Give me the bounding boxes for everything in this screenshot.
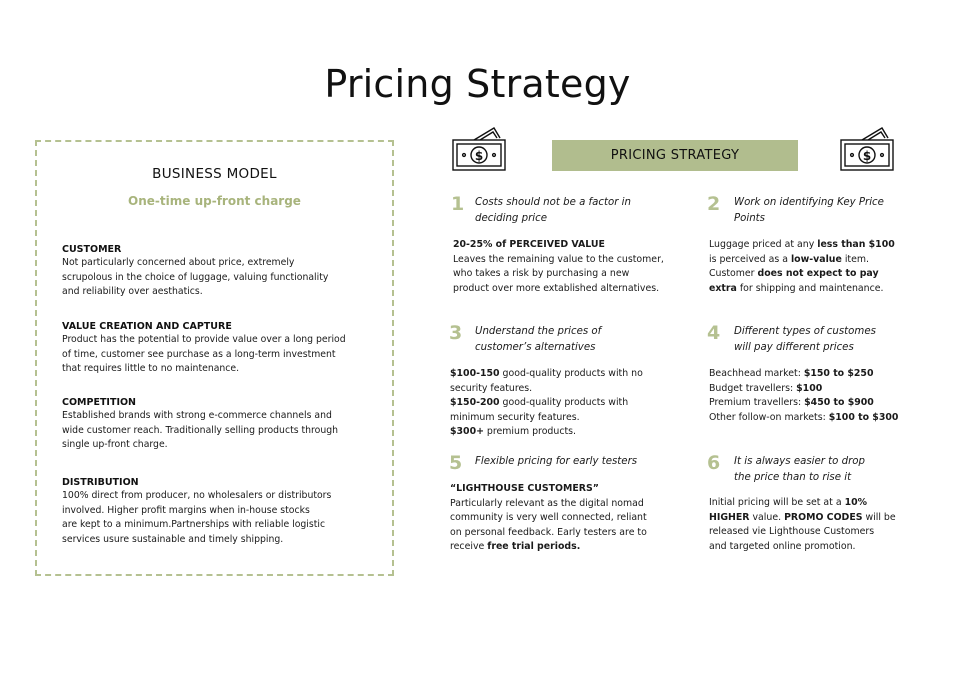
item-body-line: Other follow-on markets: $100 to $300	[709, 411, 899, 423]
bm-section-heading: CUSTOMER	[62, 244, 122, 255]
item-body-line: Luggage priced at any less than $100	[709, 239, 895, 250]
bm-section-text: 100% direct from producer, no wholesaler…	[62, 490, 332, 545]
item-body-line: 20-25% of PERCEIVED VALUE	[453, 239, 605, 250]
item-body-line: product over more extablished alternativ…	[453, 282, 660, 294]
item-body-line: Premium travellers: $450 to $900	[709, 397, 874, 408]
item-body: $100-150 good-quality products with no se…	[450, 367, 643, 440]
item-heading: Flexible pricing for early testers	[475, 456, 638, 467]
bm-section-value-creation: VALUE CREATION AND CAPTURE Product has t…	[62, 320, 372, 377]
bm-section-text: Product has the potential to provide val…	[62, 334, 346, 375]
page-title: Pricing Strategy	[324, 62, 631, 106]
item-body: 20-25% of PERCEIVED VALUE Leaves the rema…	[453, 238, 664, 296]
bm-section-customer: CUSTOMER Not particularly concerned abou…	[62, 243, 372, 300]
item-body-line: who takes a risk by purchasing a new	[453, 268, 630, 279]
svg-text:$: $	[863, 149, 871, 163]
pricing-strategy-banner: PRICING STRATEGY	[552, 140, 798, 171]
item-body-line: $150-200 good-quality products with	[450, 397, 629, 408]
item-body: “LIGHTHOUSE CUSTOMERS” Particularly relev…	[450, 482, 647, 555]
item-body-line: “LIGHTHOUSE CUSTOMERS”	[450, 483, 599, 494]
item-body-line: Beachhead market: $150 to $250	[709, 368, 874, 379]
item-body-line: minimum security features.	[450, 411, 580, 423]
business-model-subtitle: One-time up-front charge	[128, 194, 301, 208]
item-body-line: is perceived as a low-value item.	[709, 253, 869, 265]
item-body-line: $300+ premium products.	[450, 426, 577, 437]
item-body: Luggage priced at any less than $100 is p…	[709, 238, 895, 296]
money-bill-icon: $	[452, 127, 506, 171]
item-body-line: security features.	[450, 382, 533, 394]
business-model-card: BUSINESS MODEL One-time up-front charge …	[35, 140, 394, 576]
bm-section-heading: VALUE CREATION AND CAPTURE	[62, 321, 232, 332]
bm-section-heading: COMPETITION	[62, 397, 137, 408]
item-body-line: Budget travellers: $100	[709, 382, 823, 394]
business-model-title: BUSINESS MODEL	[152, 166, 277, 182]
item-body-line: Customer does not expect to pay	[709, 268, 879, 279]
bm-section-distribution: DISTRIBUTION 100% direct from producer, …	[62, 476, 372, 547]
item-body-line: and targeted online promotion.	[709, 540, 856, 552]
bm-section-competition: COMPETITION Established brands with stro…	[62, 396, 372, 453]
item-number: 2	[707, 193, 721, 215]
item-body-line: Initial pricing will be set at a 10%	[709, 497, 868, 508]
svg-text:$: $	[475, 149, 483, 163]
item-number: 3	[449, 322, 463, 344]
item-number: 1	[451, 193, 465, 215]
item-number: 4	[707, 322, 721, 344]
item-body-line: extra for shipping and maintenance.	[709, 282, 884, 294]
item-body-line: Leaves the remaining value to the custom…	[453, 253, 664, 265]
item-body-line: receive free trial periods.	[450, 541, 581, 552]
item-body-line: $100-150 good-quality products with no	[450, 368, 643, 379]
item-body-line: HIGHER value. PROMO CODES will be	[709, 511, 896, 523]
bm-section-text: Not particularly concerned about price, …	[62, 257, 329, 298]
item-body-line: community is very well connected, relian…	[450, 512, 647, 523]
bm-section-heading: DISTRIBUTION	[62, 477, 139, 488]
item-body-line: released vie Lighthouse Customers	[709, 526, 875, 537]
item-body-line: Particularly relevant as the digital nom…	[450, 497, 644, 509]
money-bill-icon: $	[840, 127, 894, 171]
item-body: Initial pricing will be set at a 10% HIGH…	[709, 496, 896, 554]
item-number: 5	[449, 452, 463, 474]
item-body-line: on personal feedback. Early testers are …	[450, 526, 647, 538]
item-number: 6	[707, 452, 721, 474]
bm-section-text: Established brands with strong e-commerc…	[62, 410, 339, 451]
